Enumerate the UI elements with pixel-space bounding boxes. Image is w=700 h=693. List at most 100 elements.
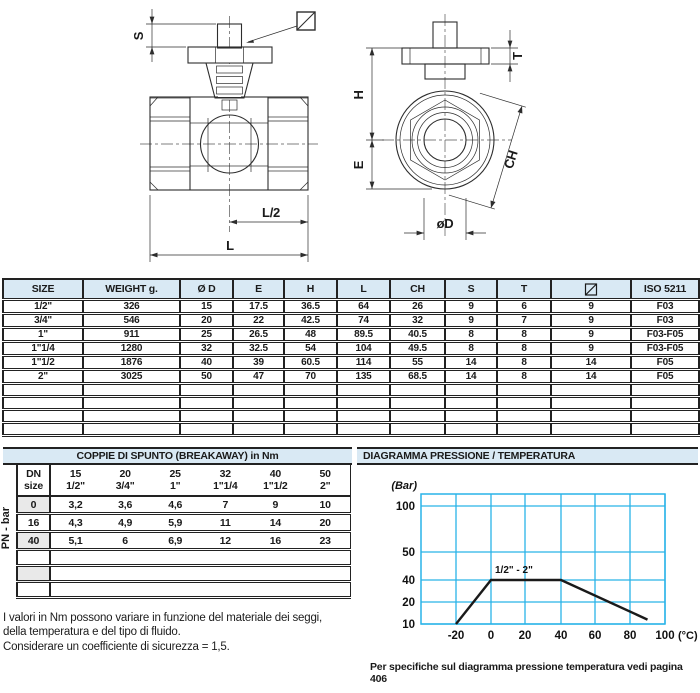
cell: 1"1/4 xyxy=(2,341,83,357)
header-l: L xyxy=(336,279,390,301)
cell: 36.5 xyxy=(283,299,337,315)
cell: 4,9 xyxy=(118,516,133,529)
cell: 47 xyxy=(232,369,284,385)
cell: 16 xyxy=(269,534,281,547)
pn-bar-axis-label: PN - bar xyxy=(0,507,12,550)
breakaway-panel: COPPIE DI SPUNTO (BREAKAWAY) in Nm PN - … xyxy=(0,447,352,654)
cell: 9 xyxy=(550,313,631,329)
cell: 5,9 xyxy=(168,516,183,529)
cell: 25 xyxy=(179,327,233,343)
cell: 135 xyxy=(336,369,390,385)
pressure-temperature-panel: DIAGRAMMA PRESSIONE / TEMPERATURA 1/2" -… xyxy=(357,447,698,685)
cell: 9 xyxy=(444,299,497,315)
cell: F03 xyxy=(630,313,699,329)
note-line: della temperatura e del tipo di fluido. xyxy=(3,626,181,639)
cell: 42.5 xyxy=(283,313,337,329)
cell: 7 xyxy=(222,498,229,511)
cell: 1876 xyxy=(82,355,180,371)
y-tick-label: 10 xyxy=(402,619,415,631)
cell: 114 xyxy=(336,355,390,371)
pressure-curve xyxy=(455,578,648,625)
cell: 14 xyxy=(550,369,631,385)
empty-row xyxy=(16,549,351,566)
cell: 14 xyxy=(550,355,631,371)
breakaway-title: COPPIE DI SPUNTO (BREAKAWAY) in Nm xyxy=(3,447,352,465)
cell: 911 xyxy=(82,327,180,343)
series-label: 1/2" - 2" xyxy=(495,565,533,576)
cell: 9 xyxy=(550,327,631,343)
cell: F03-F05 xyxy=(630,341,699,357)
cell: 6 xyxy=(496,299,551,315)
dim-label-t: T xyxy=(510,52,525,60)
stem-neck xyxy=(424,63,466,80)
pn-cell: 0 xyxy=(16,496,51,514)
x-tick-label: 60 xyxy=(589,630,602,642)
header-square-symbol xyxy=(550,279,631,301)
x-tick-label: 0 xyxy=(488,630,494,642)
cell: 23 xyxy=(319,534,331,547)
x-tick-label: 100 xyxy=(655,630,674,642)
cell: 9 xyxy=(272,498,279,511)
y-tick-label: 100 xyxy=(396,501,415,513)
cell: 6 xyxy=(122,534,128,547)
cell: 326 xyxy=(82,299,180,315)
y-axis-label: (Bar) xyxy=(391,480,417,492)
header-od: Ø D xyxy=(179,279,233,301)
cell: 5,1 xyxy=(68,534,83,547)
empty-row xyxy=(2,409,699,424)
body-end-circle xyxy=(395,90,495,190)
cell: 32 xyxy=(389,313,445,329)
pn-cell: 40 xyxy=(16,531,51,550)
header-s: S xyxy=(444,279,497,301)
empty-row xyxy=(2,422,699,437)
dim-label-s: S xyxy=(131,31,146,40)
cell: 60.5 xyxy=(283,355,337,371)
dimension-table: SIZE WEIGHT g. Ø D E H L CH S T ISO 5211… xyxy=(2,278,700,437)
square-with-diagonal-icon xyxy=(296,11,316,31)
cell: F05 xyxy=(630,355,699,371)
plot-frame xyxy=(420,493,666,625)
cell: 8 xyxy=(496,341,551,357)
valve-end-view-drawing: H E T CH øD xyxy=(352,14,526,240)
cell: 55 xyxy=(389,355,445,371)
cell: 3,6 xyxy=(118,498,133,511)
x-tick-label: 40 xyxy=(555,630,568,642)
x-tick-label: -20 xyxy=(448,630,465,642)
handle-flange xyxy=(401,47,490,65)
dim-label-od: øD xyxy=(437,216,454,231)
cell: 12 xyxy=(219,534,231,547)
cell: 48 xyxy=(283,327,337,343)
empty-row xyxy=(16,581,351,598)
cell: 8 xyxy=(444,327,497,343)
cell: 9 xyxy=(550,341,631,357)
cell: 15 xyxy=(179,299,233,315)
cell: F05 xyxy=(630,369,699,385)
cell: 14 xyxy=(444,355,497,371)
cell: 11 xyxy=(219,516,231,529)
square-with-diagonal-icon xyxy=(584,283,598,296)
cell: 70 xyxy=(283,369,337,385)
cell: 40.5 xyxy=(389,327,445,343)
cell: 1/2" xyxy=(2,299,83,315)
stem-ball-slot xyxy=(221,99,238,111)
y-tick-label: 40 xyxy=(402,575,415,587)
cell: 64 xyxy=(336,299,390,315)
cell: 4,3 xyxy=(68,516,83,529)
cell: 17.5 xyxy=(232,299,284,315)
bore-circle xyxy=(423,118,467,162)
cell: 20 xyxy=(179,313,233,329)
